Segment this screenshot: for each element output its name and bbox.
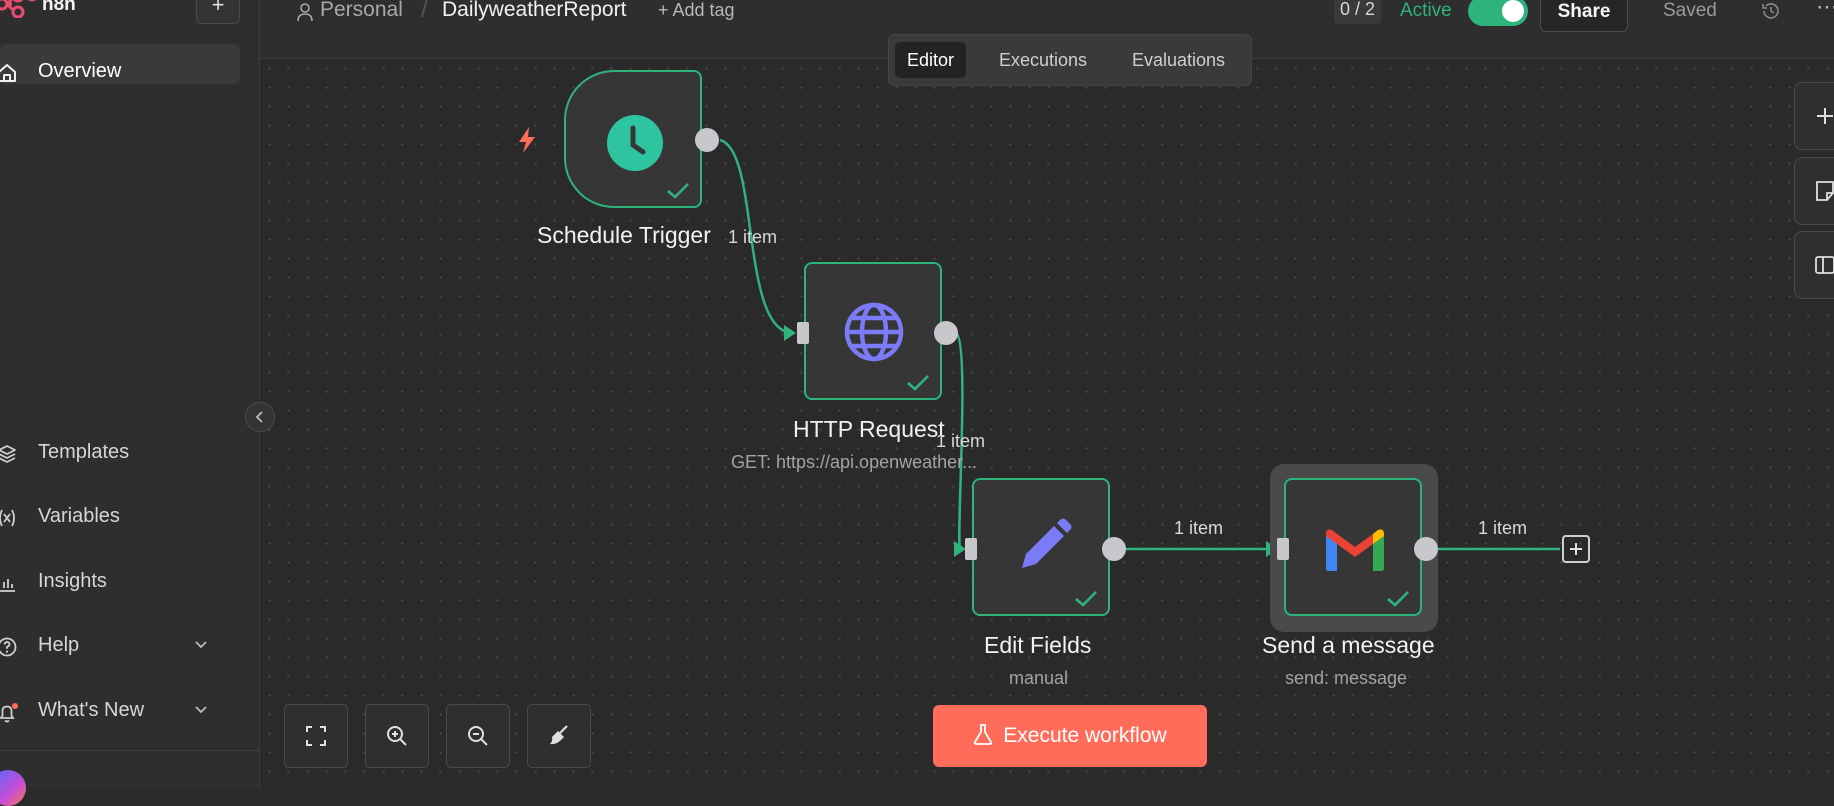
sidebar-item-templates[interactable]: Templates (0, 433, 240, 473)
sidebar-item-label: What's New (38, 699, 145, 721)
sidebar-item-label: Help (38, 634, 80, 656)
sidebar-item-insights[interactable]: Insights (0, 562, 240, 602)
view-tabs: Editor Executions Evaluations (888, 34, 1252, 86)
plus-icon (1817, 108, 1833, 124)
sidebar-item-label: Insights (38, 570, 107, 592)
node-subtitle: GET: https://api.openweather... (731, 452, 978, 472)
tidy-up-button[interactable] (527, 704, 591, 768)
chevron-left-icon (255, 411, 263, 423)
node-title: Edit Fields (984, 632, 1092, 658)
insights-icon (0, 579, 15, 592)
check-icon (1075, 591, 1097, 607)
output-handle[interactable] (1414, 537, 1438, 561)
n8n-logo-icon (0, 0, 36, 18)
collapse-sidebar-button[interactable] (245, 402, 275, 432)
zoom-out-button[interactable] (446, 704, 510, 768)
active-label: Active (1400, 0, 1452, 21)
toggle-knob (1502, 0, 1524, 22)
flask-icon (974, 724, 993, 746)
variables-icon (0, 509, 15, 527)
check-icon (907, 375, 929, 391)
workflow-counter: 0 / 2 (1334, 0, 1382, 24)
user-icon (297, 3, 313, 22)
chevron-down-icon (195, 641, 207, 649)
edge-label: 1 item (1478, 518, 1528, 538)
sidebar-item-variables[interactable]: Variables (0, 497, 240, 537)
help-icon (0, 637, 17, 657)
broom-icon (550, 725, 568, 745)
node-edit-fields[interactable] (972, 478, 1110, 616)
bell-icon (0, 703, 18, 723)
node-title: Schedule Trigger (537, 222, 711, 248)
output-handle[interactable] (1102, 537, 1126, 561)
input-handle[interactable] (1277, 538, 1289, 560)
tab-editor[interactable]: Editor (895, 42, 967, 78)
output-handle[interactable] (695, 128, 719, 152)
check-icon (667, 183, 689, 199)
check-icon (1387, 591, 1409, 607)
sticky-note-icon (1816, 181, 1834, 201)
node-title: Send a message (1262, 632, 1435, 658)
node-send-message[interactable] (1284, 478, 1422, 616)
sidebar-item-label: Templates (38, 441, 130, 463)
app-name: n8n (42, 0, 76, 15)
more-icon[interactable]: ⋯ (1816, 0, 1834, 19)
sidebar-item-whats-new[interactable]: What's New (0, 691, 240, 731)
clock-icon (607, 115, 663, 171)
zoom-out-icon (468, 726, 488, 746)
node-title: HTTP Request (793, 416, 945, 442)
workflow-name[interactable]: DailyweatherReport (442, 0, 627, 21)
input-handle[interactable] (797, 322, 809, 344)
pencil-icon (1022, 518, 1072, 568)
logo-row: n8n + (0, 0, 259, 24)
add-tag-button[interactable]: + Add tag (658, 0, 735, 20)
input-handle[interactable] (965, 538, 977, 560)
add-node-button[interactable] (1562, 535, 1590, 563)
node-http-request[interactable] (804, 262, 942, 400)
sidebar: n8n + Overview Templates Variables Insig… (0, 0, 260, 806)
node-subtitle: manual (1009, 668, 1069, 688)
edge-label: 1 item (936, 431, 986, 451)
node-subtitle: send: message (1285, 668, 1408, 688)
gmail-icon (1326, 529, 1384, 571)
fit-view-button[interactable] (284, 704, 348, 768)
zoom-in-button[interactable] (365, 704, 429, 768)
toggle-panel-button[interactable] (1794, 231, 1834, 299)
history-icon[interactable] (1760, 0, 1782, 22)
execute-workflow-button[interactable]: Execute workflow (933, 705, 1207, 767)
tab-evaluations[interactable]: Evaluations (1132, 50, 1226, 70)
share-button[interactable]: Share (1540, 0, 1628, 32)
chevron-down-icon (195, 706, 207, 714)
edge-label: 1 item (1174, 518, 1224, 538)
plus-icon (1570, 543, 1582, 555)
fit-view-icon (306, 726, 326, 746)
header: Personal / DailyweatherReport + Add tag … (260, 0, 1834, 59)
templates-icon (0, 445, 16, 463)
open-nodes-panel-button[interactable] (1794, 82, 1834, 150)
breadcrumb-separator: / (421, 0, 428, 23)
avatar[interactable] (0, 770, 26, 806)
workflow-canvas[interactable] (260, 59, 1834, 787)
sidebar-item-overview[interactable]: Overview (0, 44, 240, 84)
output-handle[interactable] (934, 321, 958, 345)
sticky-note-button[interactable] (1794, 157, 1834, 225)
home-icon (0, 64, 16, 82)
create-button[interactable]: + (196, 0, 240, 24)
sidebar-divider (0, 750, 259, 751)
trigger-bolt-icon (519, 127, 535, 153)
sidebar-item-label: Overview (38, 60, 122, 82)
breadcrumb-project[interactable]: Personal (320, 0, 403, 21)
edge-label: 1 item (728, 227, 778, 247)
tab-executions[interactable]: Executions (999, 50, 1088, 70)
sidebar-item-help[interactable]: Help (0, 626, 240, 666)
active-toggle[interactable] (1468, 0, 1528, 26)
zoom-in-icon (387, 726, 407, 746)
globe-icon (844, 302, 904, 362)
execute-workflow-label: Execute workflow (1003, 724, 1167, 747)
saved-status: Saved (1663, 0, 1717, 21)
sidebar-item-label: Variables (38, 505, 120, 527)
node-schedule-trigger[interactable] (564, 70, 702, 208)
panel-icon (1815, 256, 1834, 274)
